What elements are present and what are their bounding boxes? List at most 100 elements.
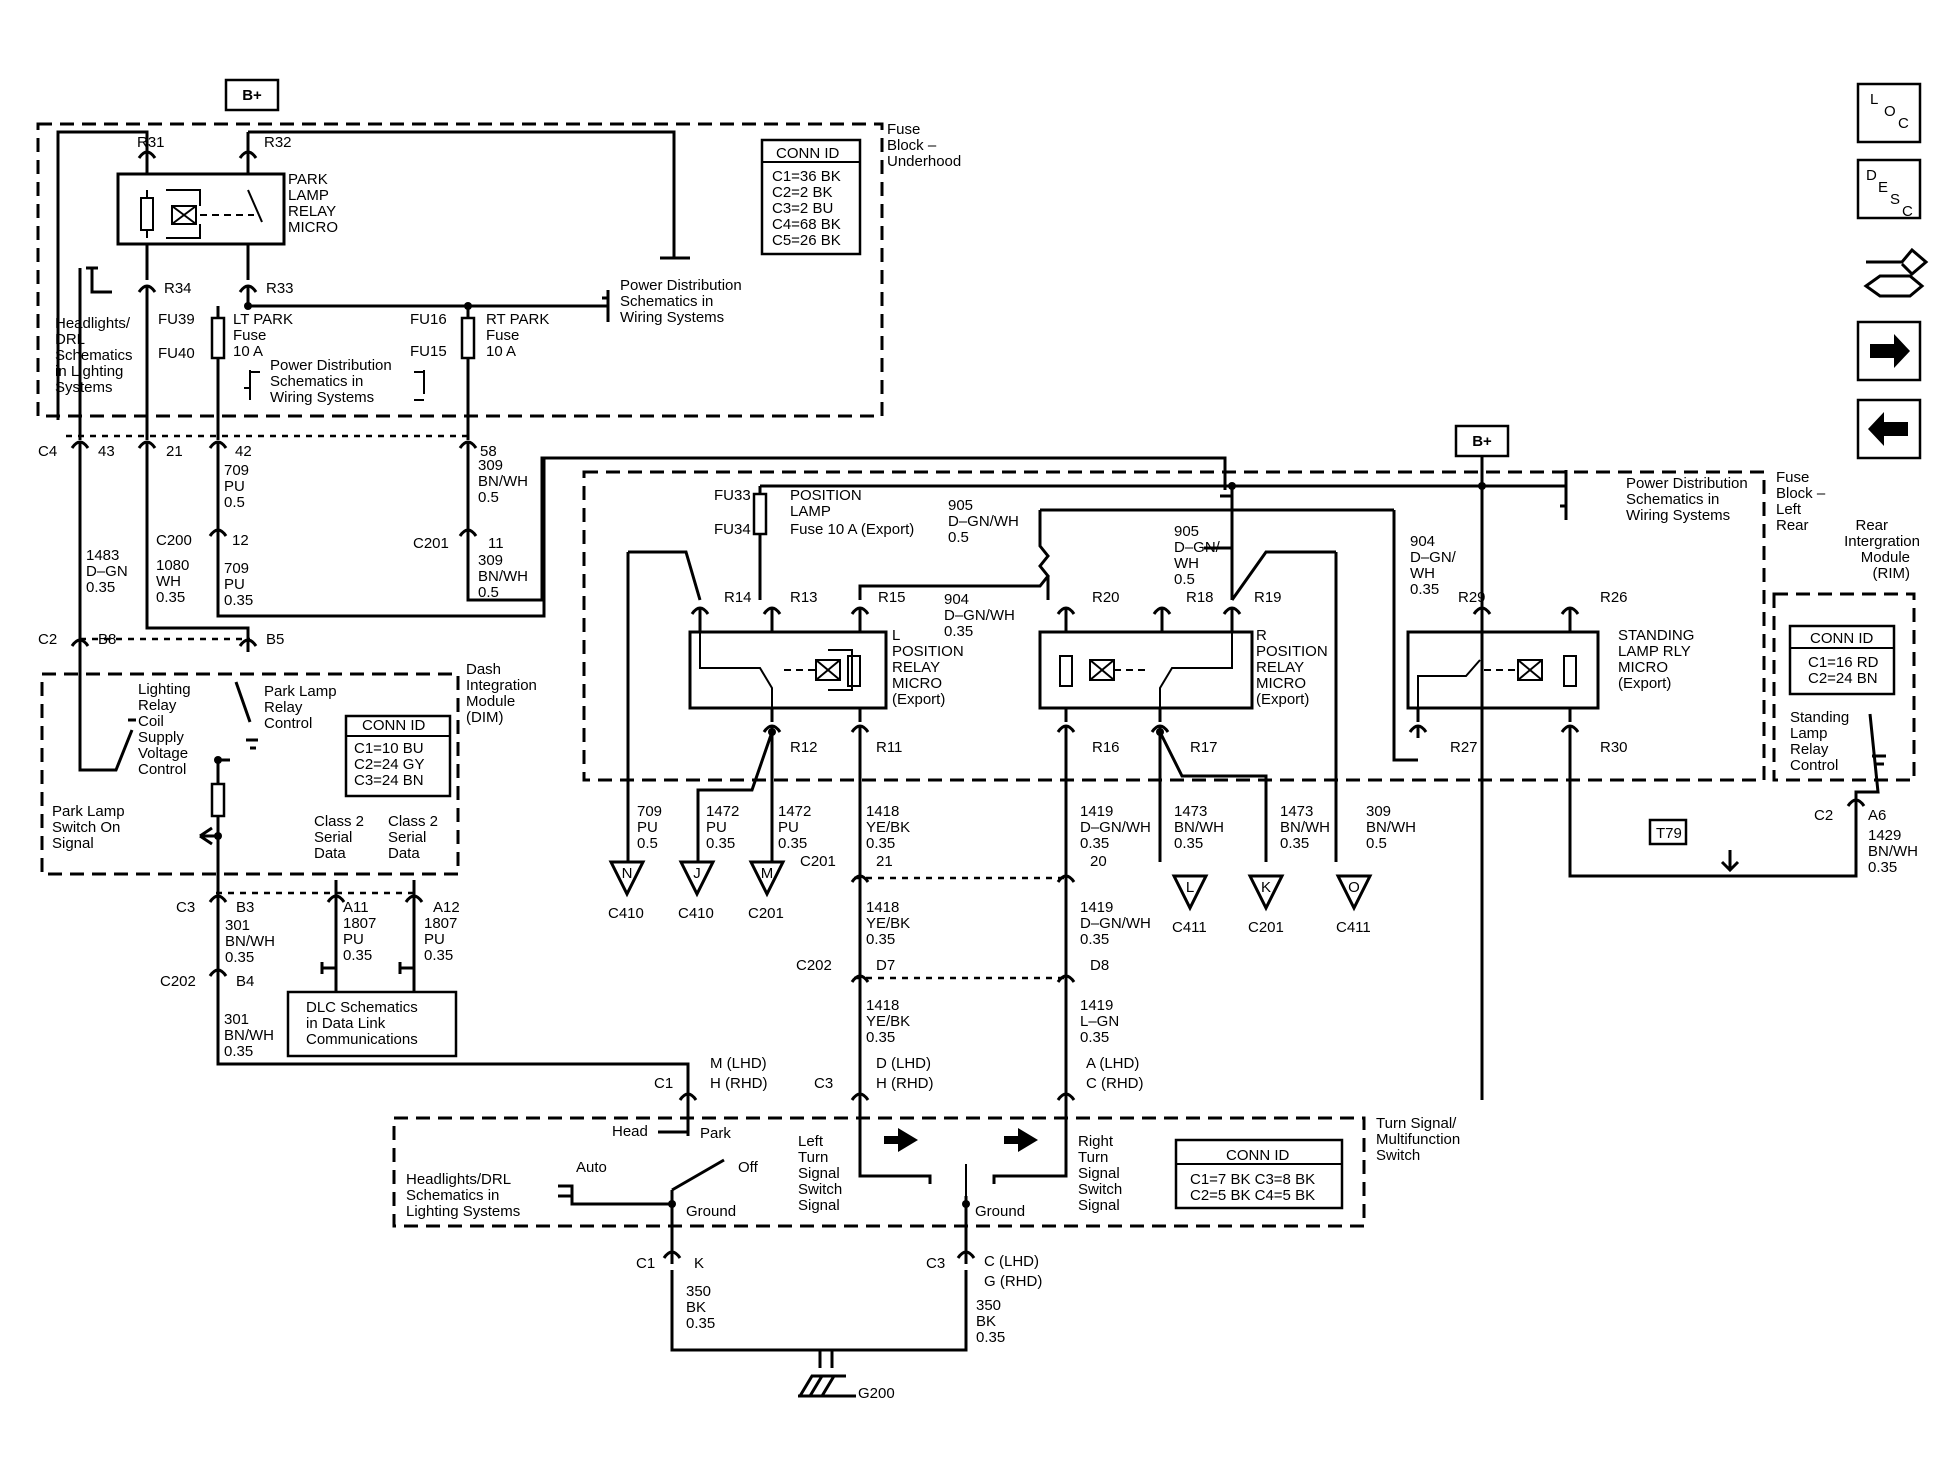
offpage-connector-j: J (678, 860, 716, 898)
label-t236: YE/BK (866, 819, 910, 836)
label-t176: FU34 (714, 521, 751, 538)
label-t142: C1=7 BK C3=8 BK (1190, 1171, 1315, 1188)
label-t116: C1 (654, 1075, 673, 1092)
label-t20: Wiring Systems (620, 309, 724, 326)
label-t114: BN/WH (224, 1027, 274, 1044)
offpage-connector-l: L (1171, 874, 1209, 912)
label-t56: 0.35 (86, 579, 115, 596)
label-t16: R34 (164, 280, 192, 297)
label-t144: Headlights/DRL (406, 1171, 511, 1188)
label-t191: 904 (944, 591, 969, 608)
label-t89: Class 2 (314, 813, 364, 830)
label-t170: Module (1861, 549, 1910, 566)
label-t206: RELAY (1256, 659, 1304, 676)
label-t121: H (RHD) (876, 1075, 934, 1092)
label-t278: C411 (1336, 919, 1371, 936)
label-t254: 0.35 (1868, 859, 1897, 876)
label-t55: D–GN (86, 563, 128, 580)
label-t222: R16 (1092, 739, 1120, 756)
label-t18: Power Distribution (620, 277, 742, 294)
label-t61: PU (224, 576, 245, 593)
label-t172: FU33 (714, 487, 751, 504)
label-t216: Standing (1790, 709, 1849, 726)
label-t199: L (892, 627, 900, 644)
label-t193: 0.35 (944, 623, 973, 640)
label-t195: R18 (1186, 589, 1214, 606)
label-t270: 1419 (1080, 997, 1113, 1014)
label-t71: Module (466, 693, 515, 710)
label-t8: Block – (887, 137, 937, 154)
label-t43: 58 (480, 443, 497, 460)
label-t54: 1483 (86, 547, 119, 564)
label-t90: Serial (314, 829, 352, 846)
label-t108: C202 (160, 973, 196, 990)
label-t34: 10 A (486, 343, 516, 360)
label-t181: D–GN/ (1174, 539, 1221, 556)
t79-label: T79 (1656, 825, 1682, 842)
label-t173: POSITION (790, 487, 862, 504)
label-t93: Serial (388, 829, 426, 846)
connector-cup (238, 284, 258, 298)
label-t22: DRL (55, 331, 85, 348)
label-t198: R26 (1600, 589, 1628, 606)
label-t110: DLC Schematics (306, 999, 418, 1016)
label-t242: BN/WH (1174, 819, 1224, 836)
offpage-label-l: L (1186, 879, 1194, 896)
label-t250: C2 (1814, 807, 1833, 824)
label-t175: Fuse 10 A (Export) (790, 521, 914, 538)
conn-id-boxes (760, 138, 1896, 1210)
label-t197: R29 (1458, 589, 1486, 606)
label-t11: C1=36 BK (772, 168, 841, 185)
label-t101: 0.35 (225, 949, 254, 966)
label-t21: Headlights/ (55, 315, 131, 332)
label-t70: Integration (466, 677, 537, 694)
label-t156: 0.35 (686, 1315, 715, 1332)
label-t136: Right (1078, 1133, 1114, 1150)
offpage-label-j: J (693, 865, 701, 882)
label-t211: MICRO (1618, 659, 1668, 676)
underhood-wiring (56, 130, 690, 440)
standing-lamp-relay (1406, 614, 1600, 722)
label-t73: Lighting (138, 681, 191, 698)
label-t166: Schematics in (1626, 491, 1719, 508)
label-t229: 1472 (706, 803, 739, 820)
offpage-label-n: N (622, 865, 633, 882)
label-t204: R (1256, 627, 1267, 644)
offpage-connector-m: M (748, 860, 786, 898)
connector-dashed-links (66, 434, 1068, 980)
label-t112: Communications (306, 1031, 418, 1048)
loc-icon[interactable] (1856, 82, 1922, 144)
label-t50: C200 (156, 532, 192, 549)
svg-text:C: C (1898, 115, 1909, 132)
label-t189: R13 (790, 589, 818, 606)
offpage-label-m: M (761, 865, 774, 882)
label-t247: 309 (1366, 803, 1391, 820)
label-t151: C3 (926, 1255, 945, 1272)
label-t203: (Export) (892, 691, 945, 708)
label-bplus1: B+ (242, 87, 262, 104)
label-t96: B3 (236, 899, 254, 916)
label-t14: C4=68 BK (772, 216, 841, 233)
label-t36: Power Distribution (270, 357, 392, 374)
label-t234: 0.35 (778, 835, 807, 852)
label-t252: 1429 (1868, 827, 1901, 844)
label-t184: 904 (1410, 533, 1435, 550)
label-t69: Dash (466, 661, 501, 678)
label-t88: Signal (52, 835, 94, 852)
label-t167: Wiring Systems (1626, 507, 1730, 524)
label-t35: FU15 (410, 343, 447, 360)
label-t68: B5 (266, 631, 284, 648)
label-t210: LAMP RLY (1618, 643, 1691, 660)
label-t81: Control (264, 715, 312, 732)
desc-icon[interactable] (1856, 158, 1922, 220)
label-t146: Lighting Systems (406, 1203, 520, 1220)
label-t104: 0.35 (343, 947, 372, 964)
svg-text:D: D (1866, 167, 1877, 184)
label-t120: D (LHD) (876, 1055, 931, 1072)
label-t5: RELAY (288, 203, 336, 220)
label-t40: 43 (98, 443, 115, 460)
label-t58: WH (156, 573, 181, 590)
label-t186: WH (1410, 565, 1435, 582)
wrench-icon[interactable] (1863, 247, 1929, 298)
